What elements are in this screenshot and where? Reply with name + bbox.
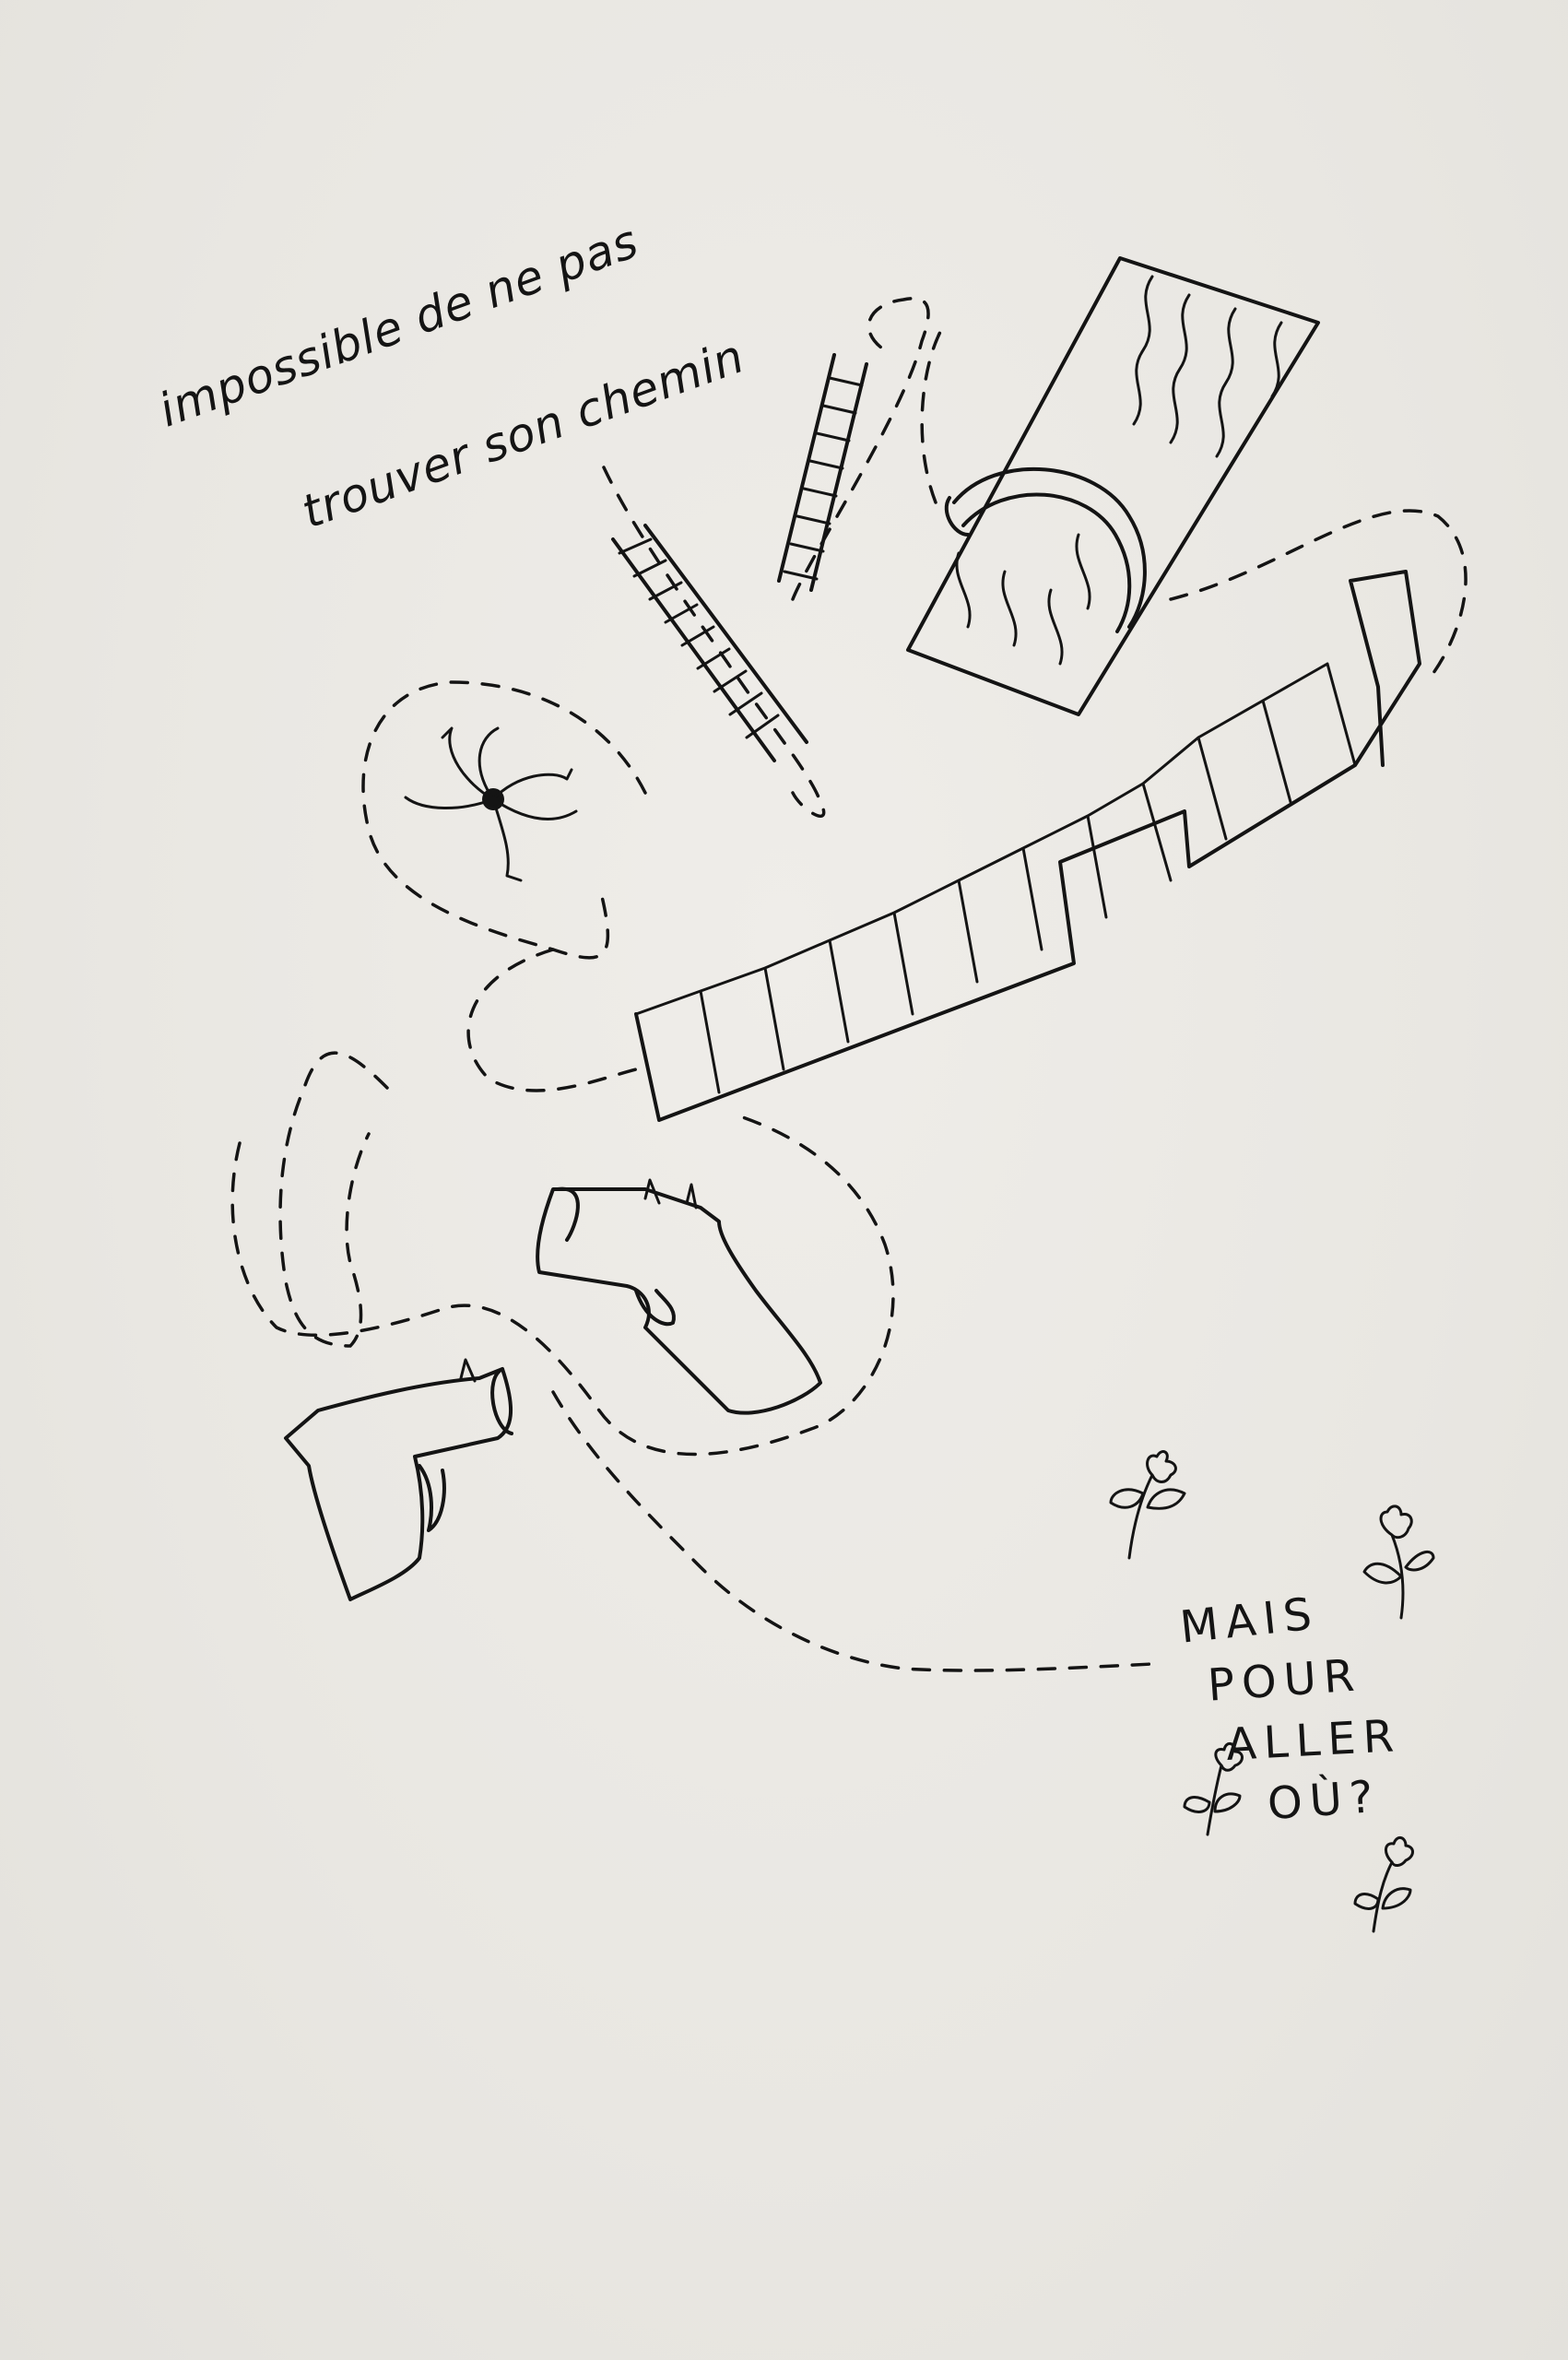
gun-upper [536,1178,822,1415]
flowers [1109,1450,1435,1933]
dashed-paths [230,297,1468,1672]
wooden-log [906,256,1320,716]
gun-lower [284,1358,513,1601]
question-line-3: ALLER [1224,1710,1403,1771]
staircase [634,570,1421,1122]
question-line-2: POUR [1206,1649,1363,1712]
ladder-left [611,524,808,762]
spider [404,726,578,882]
question-line-4: OÙ? [1266,1770,1383,1831]
ladder-right [777,353,868,592]
